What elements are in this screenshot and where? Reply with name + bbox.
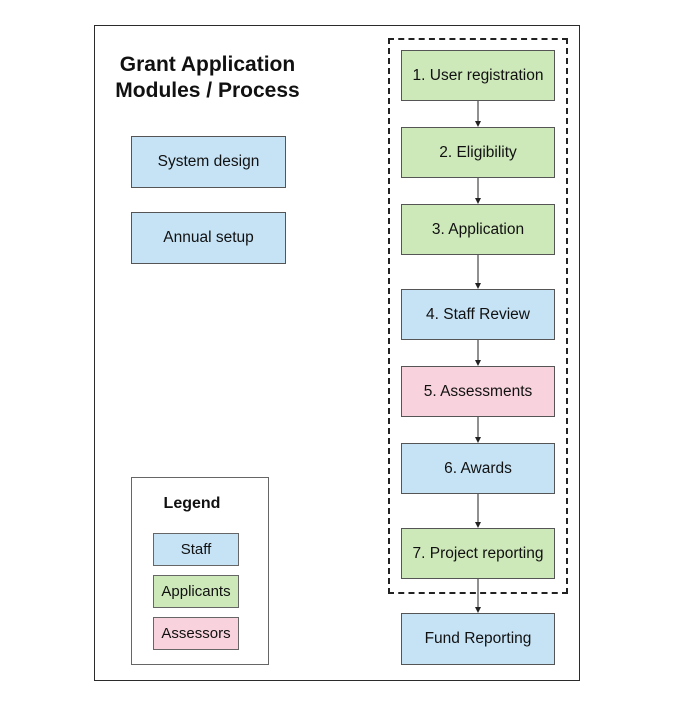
annual-setup-box: Annual setup	[131, 212, 286, 264]
legend-item-applicants: Applicants	[153, 575, 239, 608]
title-line-2: Modules / Process	[115, 79, 300, 102]
step-staff-review: 4. Staff Review	[401, 289, 555, 340]
step-assessments: 5. Assessments	[401, 366, 555, 417]
title-line-1: Grant Application	[119, 53, 296, 76]
system-design-box: System design	[131, 136, 286, 188]
step-eligibility: 2. Eligibility	[401, 127, 555, 178]
step-project-reporting: 7. Project reporting	[401, 528, 555, 579]
legend-item-assessors: Assessors	[153, 617, 239, 650]
legend: Legend Staff Applicants Assessors	[131, 477, 269, 665]
step-user-registration: 1. User registration	[401, 50, 555, 101]
diagram-frame	[94, 25, 580, 681]
legend-title: Legend	[163, 495, 221, 512]
step-application: 3. Application	[401, 204, 555, 255]
fund-reporting-box: Fund Reporting	[401, 613, 555, 665]
diagram-title: Grant Application Modules / Process	[100, 52, 315, 104]
legend-item-staff: Staff	[153, 533, 239, 566]
step-awards: 6. Awards	[401, 443, 555, 494]
